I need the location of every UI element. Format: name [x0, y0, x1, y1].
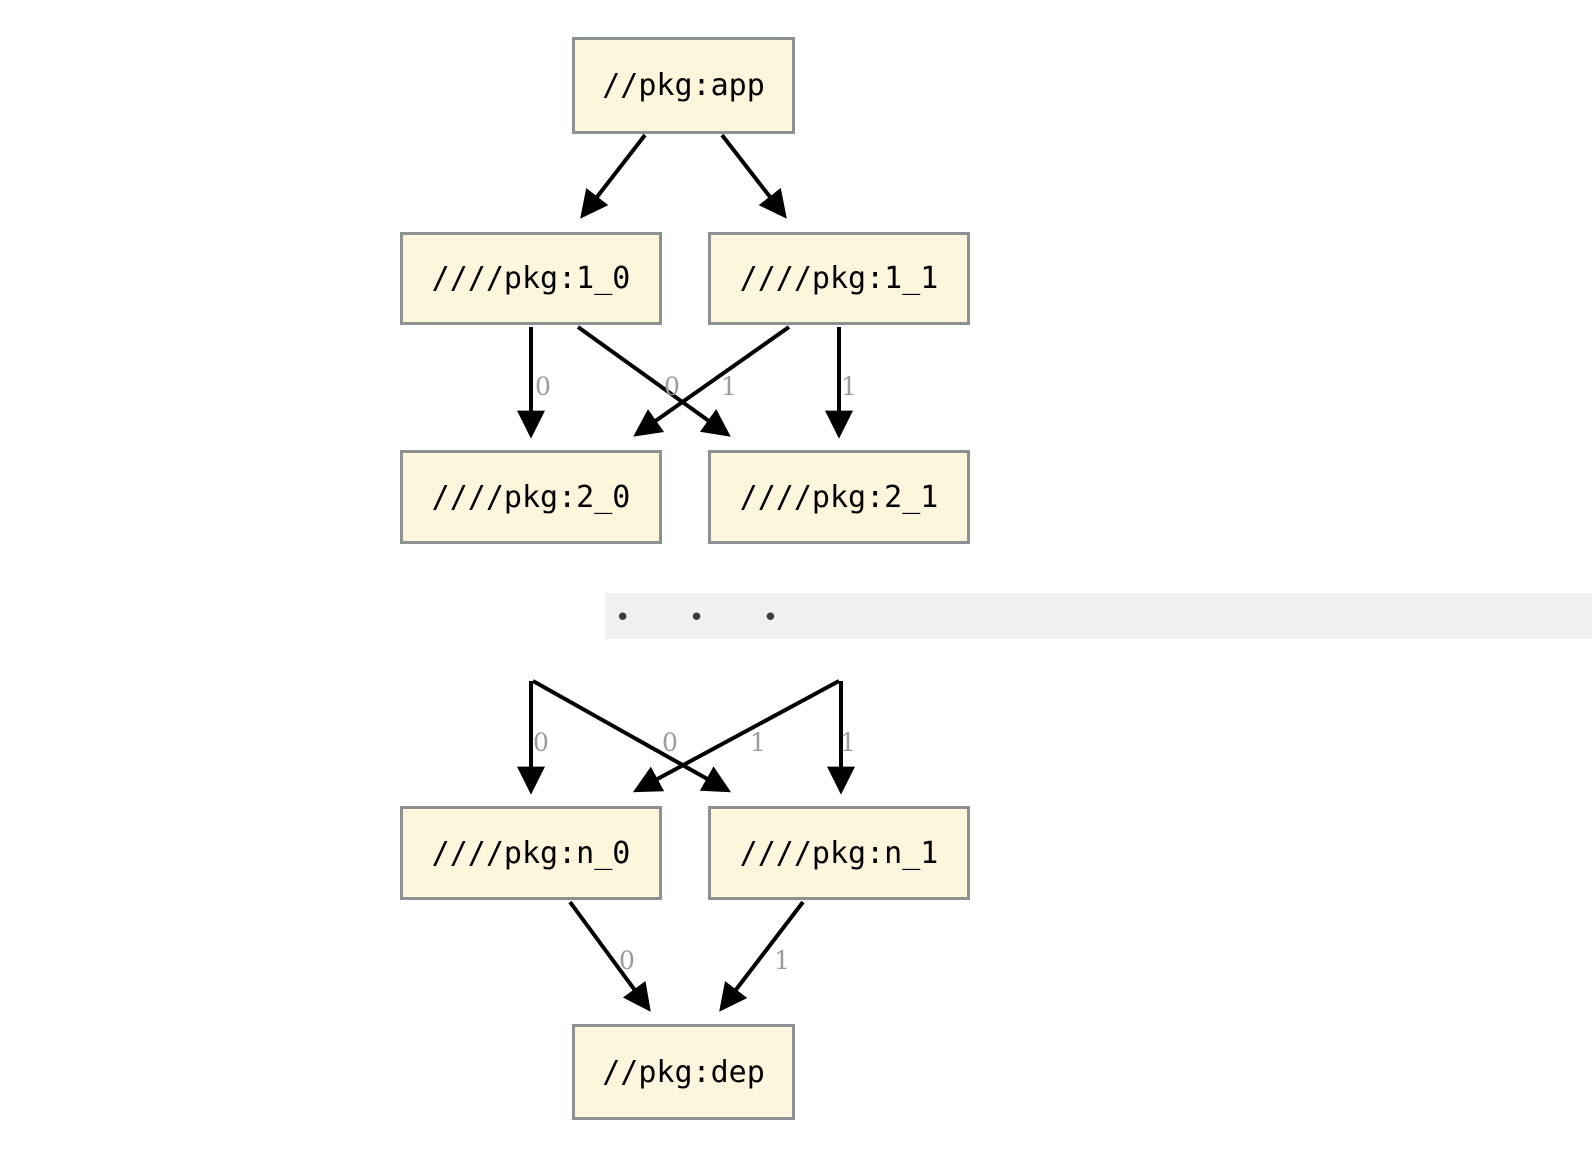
node-pkg-1_0[interactable]: ////pkg:1_0 — [400, 232, 662, 325]
edge-1_0-to-2_1 — [576, 325, 731, 437]
edge-n_0-to-dep — [568, 900, 651, 1012]
node-pkg-1_1[interactable]: ////pkg:1_1 — [708, 232, 970, 325]
node-pkg-2_0-label: ////pkg:2_0 — [431, 479, 631, 515]
node-pkg-n_0-label: ////pkg:n_0 — [431, 835, 631, 871]
edge-app-to-1_0 — [580, 133, 647, 219]
node-pkg-n_1-label: ////pkg:n_1 — [739, 835, 939, 871]
edge-cut-to-n_0-cross-left — [632, 679, 840, 793]
edge-app-to-1_1 — [720, 133, 787, 219]
node-pkg-2_0[interactable]: ////pkg:2_0 — [400, 450, 662, 544]
edge-cut-to-n_1-cross-right — [532, 679, 732, 793]
node-pkg-1_0-label: ////pkg:1_0 — [431, 261, 631, 296]
edge-1_1-to-2_0 — [633, 325, 791, 437]
edge-label-cut-to-n_0-left: 0 — [533, 728, 549, 757]
edge-label-n_1-to-dep: 1 — [774, 946, 790, 975]
edge-label-1_1-to-2_1: 1 — [841, 372, 857, 401]
node-app-label: //pkg:app — [602, 68, 765, 103]
edge-label-1_1-to-2_0: 1 — [721, 372, 737, 401]
node-pkg-2_1[interactable]: ////pkg:2_1 — [708, 450, 970, 544]
node-app[interactable]: //pkg:app — [572, 37, 795, 134]
ellipsis-dots: • • • — [615, 603, 793, 633]
edge-n_1-to-dep — [719, 900, 805, 1012]
edge-label-1_0-to-2_0: 0 — [535, 372, 551, 401]
edge-label-n_0-to-dep: 0 — [619, 946, 635, 975]
node-pkg-n_0[interactable]: ////pkg:n_0 — [400, 806, 662, 900]
node-pkg-1_1-label: ////pkg:1_1 — [739, 261, 939, 296]
node-dep-label: //pkg:dep — [602, 1054, 765, 1090]
truncation-ellipsis-band: • • • — [605, 593, 1592, 639]
edge-label-cut-to-n_0-cross: 1 — [750, 728, 766, 757]
node-pkg-2_1-label: ////pkg:2_1 — [739, 479, 939, 515]
edge-label-cut-to-n_1-right: 1 — [840, 728, 856, 757]
node-dep[interactable]: //pkg:dep — [572, 1024, 795, 1120]
edge-label-cut-to-n_1-cross: 0 — [662, 728, 678, 757]
node-pkg-n_1[interactable]: ////pkg:n_1 — [708, 806, 970, 900]
edge-label-1_0-to-2_1: 0 — [664, 372, 680, 401]
